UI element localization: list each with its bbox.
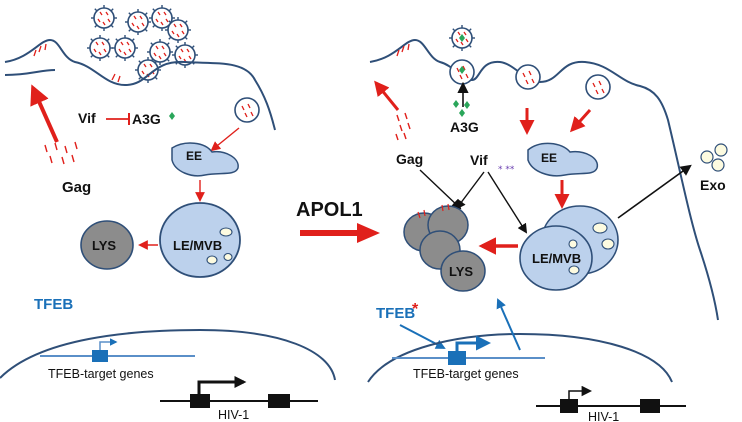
- exosome: [700, 150, 714, 164]
- right-hiv-ltr-box: [560, 399, 578, 413]
- right-budding-virion: [449, 59, 475, 85]
- a3g-diamond-icon: [459, 109, 465, 117]
- left-le-mvb-label: LE/MVB: [173, 238, 222, 253]
- mvb-vesicle: [219, 227, 233, 237]
- mvb-vesicle: [223, 252, 233, 262]
- right-early-endosome: [527, 142, 599, 177]
- tfeb-nuclear-entry-arrow: [399, 324, 446, 349]
- right-le-mvb-label: LE/MVB: [532, 251, 581, 266]
- right-lys-label: LYS: [449, 264, 473, 279]
- vif-to-mvb-arrow: [487, 171, 528, 234]
- right-gag-to-membrane-arrow: [374, 80, 400, 111]
- left-gag-label: Gag: [62, 179, 91, 196]
- virion-a3g-icon: [459, 34, 465, 42]
- left-tfeb-genes-label: TFEB-target genes: [48, 367, 154, 381]
- apol1-arrowhead: [357, 223, 380, 243]
- mvb-vesicle: [206, 255, 218, 265]
- left-le-mvb: [159, 202, 241, 278]
- tfeb-targets-to-lysosome-arrow: [496, 298, 521, 351]
- exosome: [714, 143, 728, 157]
- vif-purple-stars: * **: [498, 165, 515, 175]
- vif-to-lysosome-arrow: [455, 171, 485, 210]
- right-plasma-membrane: [369, 38, 719, 321]
- left-endocytic-vesicle: [234, 97, 260, 123]
- apol1-transition: APOL1: [296, 199, 380, 243]
- mvb-vesicle: [568, 265, 580, 275]
- left-tfeb-promoter-arrow: [99, 338, 118, 350]
- apol1-label: APOL1: [296, 199, 363, 221]
- right-lysosome-cluster: LYS: [403, 203, 486, 292]
- left-tfeb-label: TFEB: [34, 296, 73, 313]
- left-hiv-promoter-arrow: [197, 376, 247, 394]
- left-panel: Gag Vif A3G EE LE/MVB LYS TFEB TFEB-targ…: [0, 4, 336, 422]
- right-budding-gag: [396, 43, 410, 57]
- right-virion: [448, 24, 476, 52]
- right-tfeb-gene-box: [448, 351, 466, 365]
- right-hiv-ltr-box: [640, 399, 660, 413]
- right-gag-dots: [395, 112, 411, 141]
- left-lysosome: [80, 220, 134, 270]
- tfeb-activated-star: *: [412, 301, 419, 318]
- a3g-diamond-icon: [453, 100, 459, 108]
- right-panel: A3G Gag Vif * ** EE LE/MVB: [367, 24, 728, 422]
- left-budding-gag: [33, 43, 121, 83]
- budding-a3g-icon: [459, 66, 465, 74]
- right-exo-label: Exo: [700, 177, 726, 193]
- exosome: [711, 158, 725, 172]
- vesicle-to-ee-arrow: [569, 108, 592, 133]
- gag-to-lysosome-arrow: [419, 169, 462, 210]
- right-tfeb-label: TFEB: [376, 305, 415, 322]
- left-membrane-inner: [4, 69, 56, 76]
- left-ee-label: EE: [186, 149, 202, 163]
- mvb-to-exosome-arrow: [617, 164, 692, 219]
- mvb-vesicle: [592, 222, 608, 234]
- right-tfeb-promoter-arrow: [455, 335, 491, 351]
- left-lys-label: LYS: [92, 238, 116, 253]
- mvb-vesicle: [568, 239, 578, 249]
- gag-dots: [44, 141, 78, 165]
- left-hiv-ltr-box: [268, 394, 290, 408]
- right-tfeb-genes-label: TFEB-target genes: [413, 367, 519, 381]
- left-a3g-label: A3G: [132, 111, 161, 127]
- right-hiv-promoter-arrow: [568, 385, 593, 399]
- left-hiv-label: HIV-1: [218, 408, 249, 422]
- left-vif-label: Vif: [78, 110, 96, 126]
- right-hiv-label: HIV-1: [588, 410, 619, 422]
- left-plasma-membrane: [4, 38, 276, 131]
- right-nuclear-envelope: [367, 332, 673, 383]
- right-gag-label: Gag: [396, 151, 423, 167]
- left-nuclear-envelope: [0, 328, 336, 381]
- left-hiv-ltr-box: [190, 394, 210, 408]
- left-early-endosome: [171, 142, 239, 177]
- left-virions: [86, 4, 199, 84]
- a3g-diamond-icon: [169, 112, 175, 120]
- right-vif-label: Vif: [470, 152, 488, 168]
- right-ee-label: EE: [541, 151, 557, 165]
- right-lysosome: [440, 250, 486, 292]
- left-tfeb-gene-box: [92, 350, 108, 362]
- gag-to-membrane-arrow: [30, 84, 59, 143]
- a3g-diamond-icon: [464, 101, 470, 109]
- mvb-vesicle: [601, 238, 615, 250]
- right-a3g-label: A3G: [450, 119, 479, 135]
- vesicle-to-ee-arrow: [210, 127, 240, 152]
